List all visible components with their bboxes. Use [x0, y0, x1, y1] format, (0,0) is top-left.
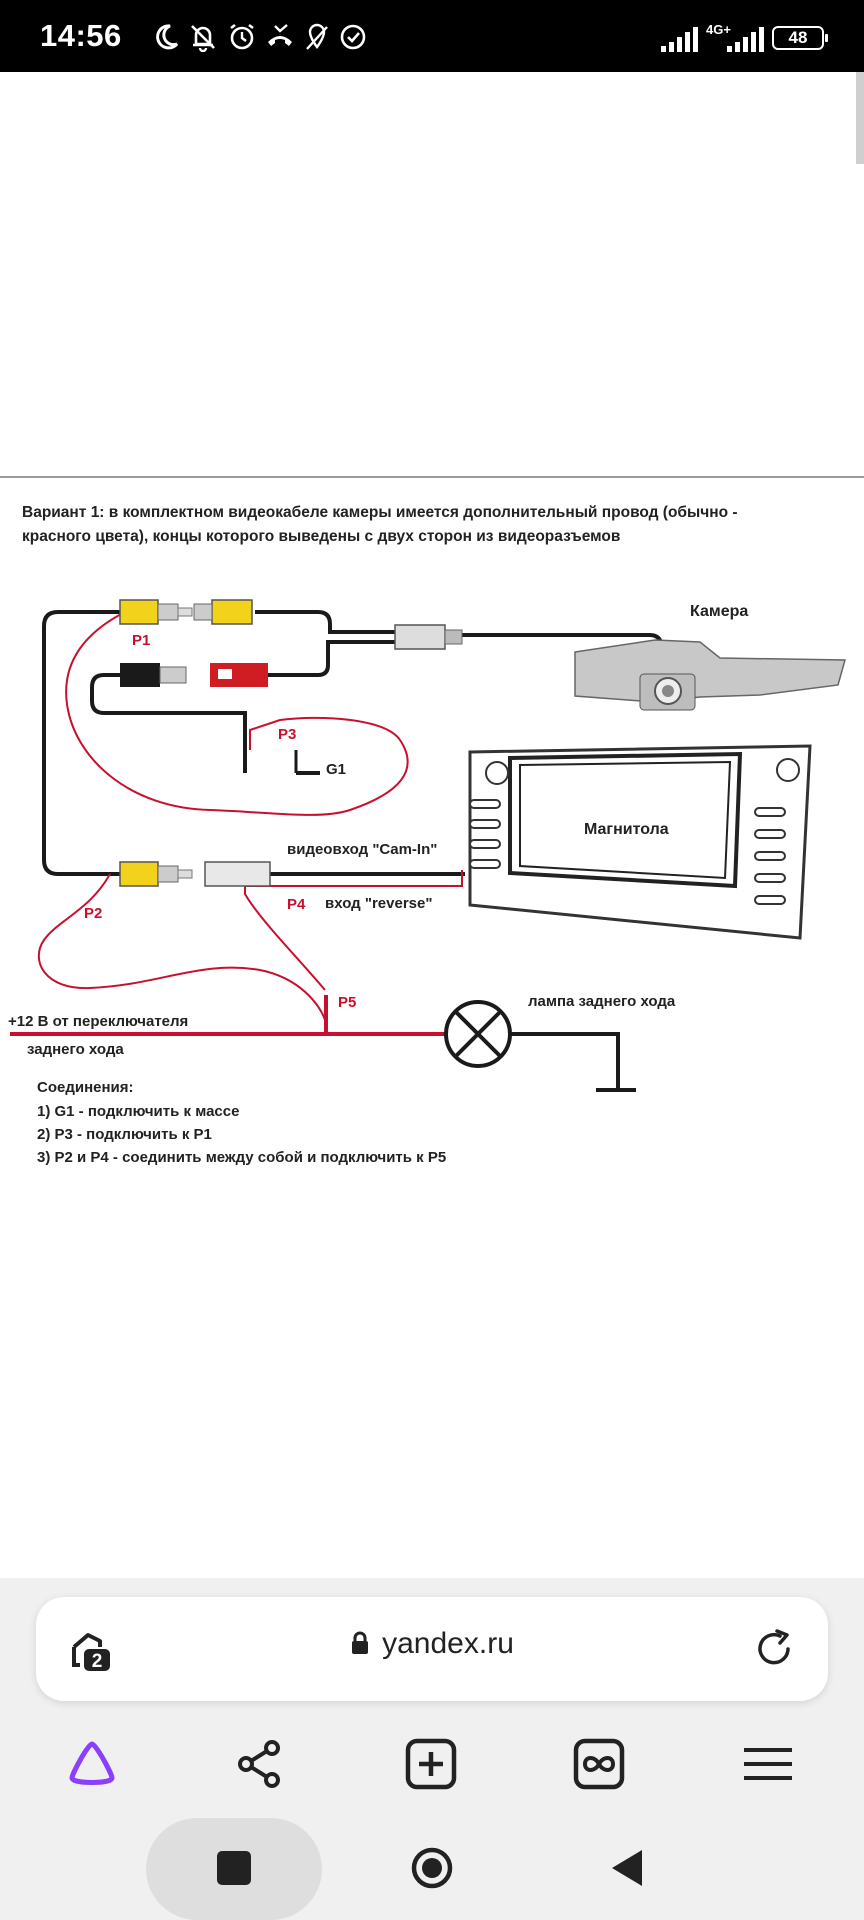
- check-circle-icon: [340, 24, 366, 50]
- connection-1: 1) G1 - подключить к массе: [37, 1103, 239, 1120]
- alice-button[interactable]: [64, 1736, 120, 1792]
- new-tab-icon: [405, 1738, 457, 1790]
- home-icon: [411, 1847, 453, 1889]
- connection-2: 2) P3 - подключить к P1: [37, 1126, 212, 1143]
- back-icon: [612, 1850, 642, 1886]
- label-power-line1: +12 В от переключателя: [8, 1013, 188, 1030]
- signal-icon: [727, 27, 764, 52]
- recents-button[interactable]: [208, 1842, 260, 1894]
- diagram-heading-line1: Вариант 1: в комплектном видеокабеле кам…: [22, 504, 738, 521]
- scrollbar-thumb[interactable]: [856, 72, 864, 164]
- home-button[interactable]: [406, 1842, 458, 1894]
- tabs-icon: 2: [72, 1633, 110, 1672]
- label-video-in: видеовход "Cam-In": [287, 841, 437, 858]
- lock-icon: [352, 1631, 369, 1654]
- reload-button[interactable]: [750, 1625, 798, 1673]
- rca-connector-yellow-bottom: [119, 861, 193, 887]
- signal-icon: [661, 27, 698, 52]
- reverse-lamp-symbol: [444, 1000, 512, 1068]
- share-button[interactable]: [232, 1736, 288, 1792]
- battery-indicator: 48: [772, 26, 828, 50]
- camera-plug: [394, 624, 463, 650]
- status-icons: [154, 22, 372, 56]
- address-bar[interactable]: 2 yandex.ru: [36, 1597, 828, 1701]
- status-right: 4G+ 48: [660, 22, 828, 56]
- reload-icon: [758, 1629, 790, 1665]
- connection-3: 3) P2 и P4 - соединить между собой и под…: [37, 1149, 446, 1166]
- label-g1: G1: [326, 761, 346, 778]
- label-reverse-in: вход "reverse": [325, 895, 432, 912]
- recents-icon: [217, 1851, 251, 1885]
- menu-button[interactable]: [740, 1736, 796, 1792]
- tabs-count: 2: [92, 1651, 103, 1672]
- label-p3: P3: [278, 726, 296, 743]
- connections-title: Соединения:: [37, 1079, 134, 1096]
- head-unit-image: [468, 744, 812, 940]
- incognito-button[interactable]: [571, 1736, 627, 1792]
- url-display[interactable]: yandex.ru: [36, 1627, 828, 1661]
- rca-connector-yellow-top-left: [119, 599, 193, 625]
- alice-icon: [69, 1741, 115, 1785]
- menu-icon: [744, 1748, 792, 1780]
- back-button[interactable]: [604, 1842, 656, 1894]
- black-wires: [42, 610, 664, 1092]
- label-p5: P5: [338, 994, 356, 1011]
- status-bar: 14:56: [0, 0, 864, 72]
- diagram-heading-line2: красного цвета), концы которого выведены…: [22, 528, 620, 545]
- network-type: 4G+: [706, 22, 731, 37]
- rca-connector-red: [210, 663, 268, 687]
- label-head-unit: Магнитола: [584, 821, 669, 838]
- rca-connector-white-bottom: [204, 861, 271, 887]
- label-camera: Камера: [690, 603, 748, 620]
- missed-call-icon: [268, 24, 293, 46]
- content-divider: [0, 476, 864, 478]
- url-text: yandex.ru: [382, 1627, 514, 1660]
- new-tab-button[interactable]: [403, 1736, 459, 1792]
- rca-connector-black: [120, 663, 187, 687]
- label-power-line2: заднего хода: [27, 1041, 124, 1058]
- location-off-icon: [305, 23, 328, 50]
- red-wires: [37, 611, 463, 1021]
- label-p2: P2: [84, 905, 102, 922]
- incognito-icon: [573, 1738, 625, 1790]
- alarm-icon: [230, 23, 254, 50]
- status-time: 14:56: [40, 18, 122, 53]
- share-icon: [238, 1740, 280, 1788]
- mute-bell-icon: [191, 25, 216, 53]
- label-lamp: лампа заднего хода: [528, 993, 676, 1010]
- label-p1: P1: [132, 632, 150, 649]
- moon-icon: [156, 24, 179, 50]
- rca-connector-yellow-top-right: [193, 599, 253, 625]
- camera-image: [574, 639, 846, 711]
- label-p4: P4: [287, 896, 306, 913]
- wiring-diagram: Вариант 1: в комплектном видеокабеле кам…: [0, 490, 864, 1170]
- tabs-button[interactable]: 2: [66, 1623, 120, 1677]
